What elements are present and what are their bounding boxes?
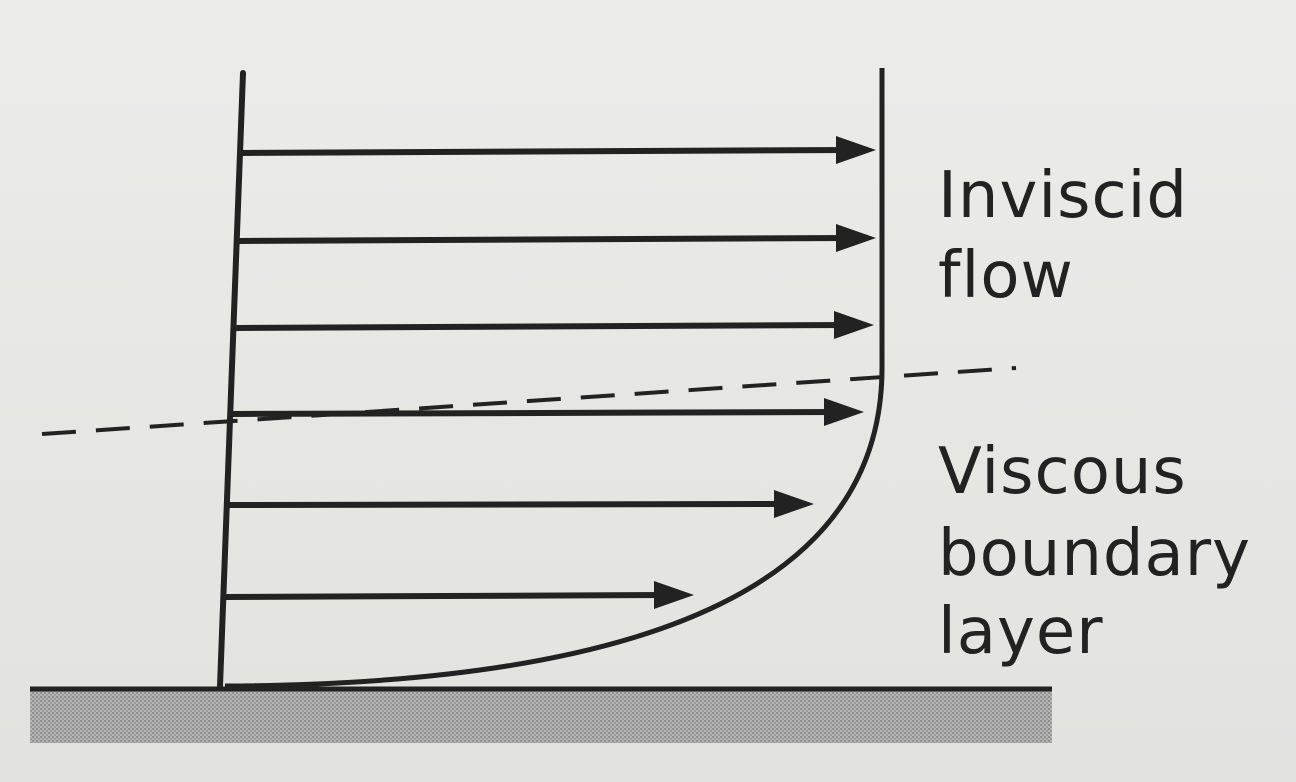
velocity-arrow	[237, 224, 876, 252]
velocity-arrow	[231, 398, 864, 426]
inviscid-flow-label-line-2: flow	[938, 239, 1074, 313]
viscous-boundary-layer-label-line-1: Viscous	[938, 435, 1187, 509]
velocity-arrow	[224, 581, 694, 609]
viscous-boundary-layer-label-line-3: layer	[938, 595, 1104, 669]
inviscid-flow-label-line-1: Inviscid	[938, 159, 1189, 233]
viscous-boundary-layer-label-line-2: boundary	[938, 517, 1251, 591]
velocity-arrow	[240, 136, 876, 164]
reference-axis-line	[217, 70, 246, 689]
wall-surface	[30, 689, 1052, 743]
velocity-profile-curve	[224, 68, 885, 689]
velocity-arrow	[228, 490, 814, 518]
velocity-arrow	[234, 311, 874, 339]
boundary-layer-edge-dashed-line	[41, 366, 1017, 436]
